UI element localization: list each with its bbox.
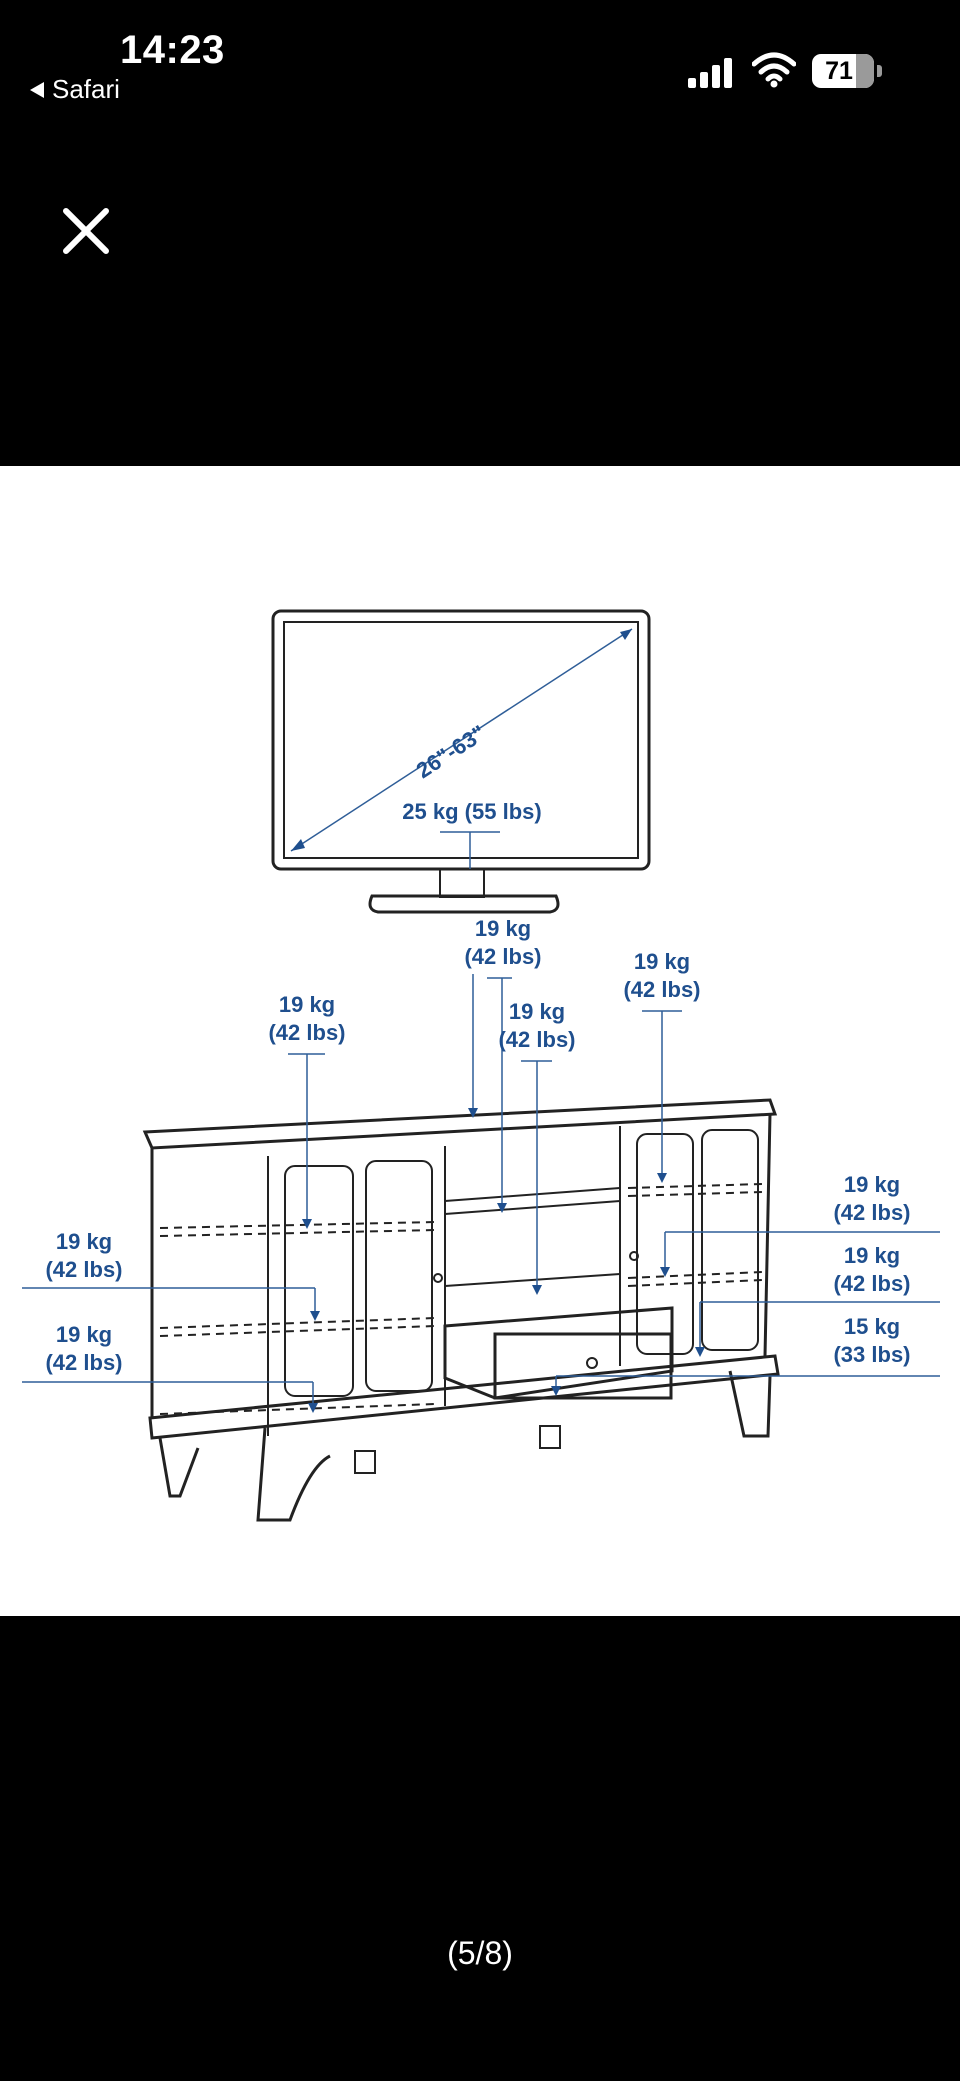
- top-left-load-kg: 19 kg: [279, 992, 335, 1017]
- left-shelf1-load-lbs: (42 lbs): [45, 1257, 122, 1282]
- callout-lines: [22, 974, 940, 1413]
- tv-weight-label: 25 kg (55 lbs): [402, 799, 541, 824]
- tv-bench-load-diagram: 26"-63" 25 kg (55 lbs): [22, 609, 940, 1522]
- top-left-load-lbs: (42 lbs): [268, 1020, 345, 1045]
- screen-size-label: 26"-63": [412, 720, 490, 783]
- close-icon[interactable]: [60, 205, 112, 257]
- back-label: Safari: [52, 74, 120, 104]
- back-to-safari-button[interactable]: Safari: [30, 74, 120, 105]
- right-shelf1-load-lbs: (42 lbs): [833, 1200, 910, 1225]
- status-time: 14:23: [120, 28, 225, 72]
- top-right-load-kg: 19 kg: [634, 949, 690, 974]
- battery-level: 71: [825, 57, 853, 85]
- top-center-load-lbs: (42 lbs): [464, 944, 541, 969]
- tv-bench-illustration: [142, 1098, 780, 1522]
- right-shelf2-load-kg: 19 kg: [844, 1243, 900, 1268]
- right-shelf2-load-lbs: (42 lbs): [833, 1271, 910, 1296]
- left-shelf1-load-kg: 19 kg: [56, 1229, 112, 1254]
- left-shelf2-load-kg: 19 kg: [56, 1322, 112, 1347]
- drawer-load-kg: 15 kg: [844, 1314, 900, 1339]
- top-center-load-kg: 19 kg: [475, 916, 531, 941]
- left-shelf2-load-lbs: (42 lbs): [45, 1350, 122, 1375]
- back-arrow-icon: [30, 81, 44, 98]
- right-shelf1-load-kg: 19 kg: [844, 1172, 900, 1197]
- battery-icon: 71: [812, 54, 882, 88]
- wifi-icon: [752, 52, 796, 88]
- page-counter: (5/8): [447, 1935, 513, 1971]
- status-bar: 14:23 Safari 71: [0, 0, 960, 110]
- product-image: 26"-63" 25 kg (55 lbs): [0, 466, 960, 1616]
- top-right-load-lbs: (42 lbs): [623, 977, 700, 1002]
- shelf-center-load-kg: 19 kg: [509, 999, 565, 1024]
- drawer-load-lbs: (33 lbs): [833, 1342, 910, 1367]
- tv-illustration: [271, 609, 651, 914]
- cellular-signal-icon: [688, 58, 732, 88]
- shelf-center-load-lbs: (42 lbs): [498, 1027, 575, 1052]
